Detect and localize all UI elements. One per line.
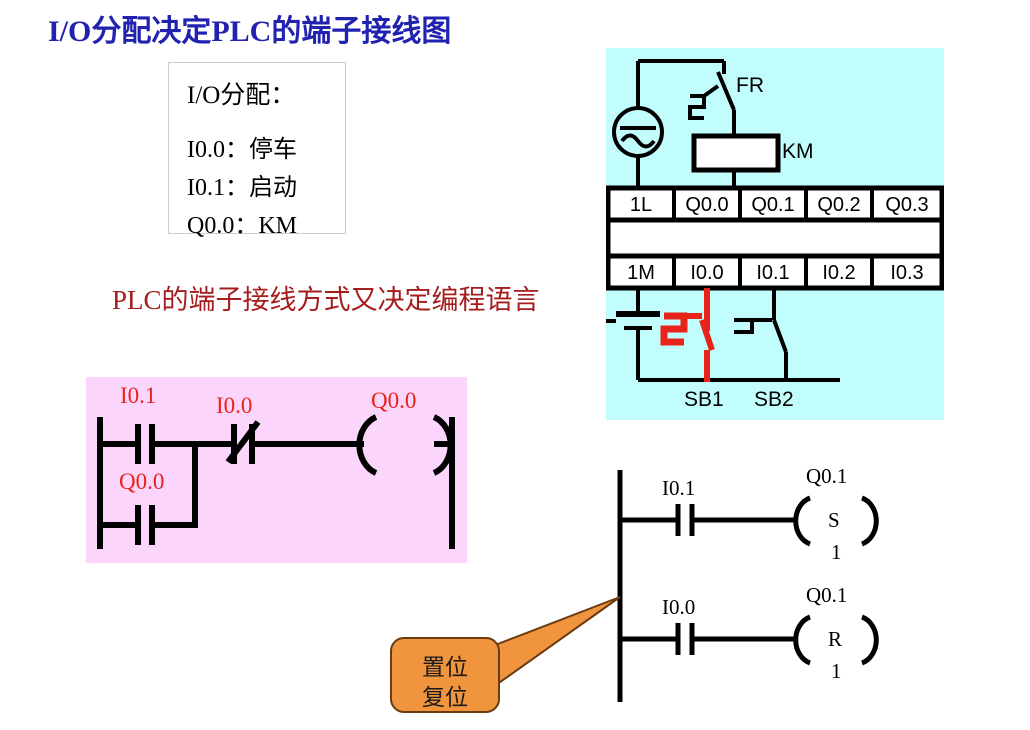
reset-coil-label: Q0.1 [806,583,848,607]
ladder-label-coil: Q0.0 [371,388,417,413]
ac-source-tilde [620,133,656,149]
sb2-actuator-glyph [734,318,754,334]
set-coil-left-paren [793,495,812,547]
ladder-label-contact-nc: I0.0 [216,393,253,418]
ladder-diagram-svg [97,414,455,549]
input-terminal-label: I0.2 [822,262,856,284]
set-reset-ladder: I0.1 Q0.1 S 1 I0.0 Q0.1 R 1 [612,462,912,712]
io-allocation-box: I/O分配： I0.0：停车 I0.1：启动 Q0.0：KM [168,62,346,239]
output-terminal-label: Q0.3 [885,194,929,216]
output-terminal-label: Q0.2 [817,194,861,216]
input-terminal-label: I0.3 [890,262,924,284]
callout-line: 复位 [422,685,468,710]
set-coil-right-paren [860,495,879,547]
io-allocation-item: I0.0：停车 [187,137,297,163]
output-terminal-label: 1L [629,194,653,216]
io-allocation-item: Q0.0：KM [187,213,298,239]
sb1-label: SB1 [684,388,724,411]
set-contact-label: I0.1 [662,476,696,500]
reset-operator-label: R [828,627,843,651]
fr-actuator-link [702,84,720,98]
plc-wiring-panel: 1L Q0.0 Q0.1 Q0.2 Q0.3 1M I0.0 I0.1 I0.2… [605,48,945,420]
reset-contact-label: I0.0 [662,595,696,619]
sb1-contact-link [699,319,715,351]
reset-coil-left-paren [793,614,812,666]
output-terminal-label: Q0.1 [751,194,795,216]
output-terminal-label: Q0.0 [685,194,729,216]
reset-count-label: 1 [831,659,842,683]
reset-coil-right-paren [860,614,879,666]
fr-heater-glyph [688,94,706,120]
callout-set-reset: 置位 复位 [390,637,500,713]
set-reset-ladder-svg [617,470,879,702]
ladder-label-contact-latch: Q0.0 [119,469,165,494]
callout-line: 置位 [422,655,468,680]
plc-wiring-svg [605,59,945,382]
km-coil-box [691,133,781,173]
coil-left-paren [356,414,378,476]
fr-contact-blade [716,71,736,111]
input-terminal-label: 1M [627,262,655,284]
sb1-actuator-glyph [660,312,688,346]
io-allocation-heading: I/O分配： [187,82,296,109]
ac-source-symbol [612,106,664,158]
callout-pointer-tail [488,596,621,687]
ladder-diagram-panel: I0.1 I0.0 Q0.0 Q0.0 [86,377,467,563]
input-terminal-label: I0.1 [756,262,790,284]
subtitle-text: PLC的端子接线方式又决定编程语言 [112,285,540,315]
km-label: KM [782,140,814,163]
set-coil-label: Q0.1 [806,464,848,488]
fr-label: FR [736,74,764,97]
page-title: I/O分配决定PLC的端子接线图 [48,15,452,48]
ladder-label-contact-no: I0.1 [120,383,157,408]
set-operator-label: S [828,508,840,532]
sb2-label: SB2 [754,388,794,411]
input-terminal-label: I0.0 [690,262,724,284]
set-count-label: 1 [831,540,842,564]
io-allocation-item: I0.1：启动 [187,175,297,201]
sb2-contact-blade [772,319,788,353]
contact-nc-slash [225,420,261,464]
